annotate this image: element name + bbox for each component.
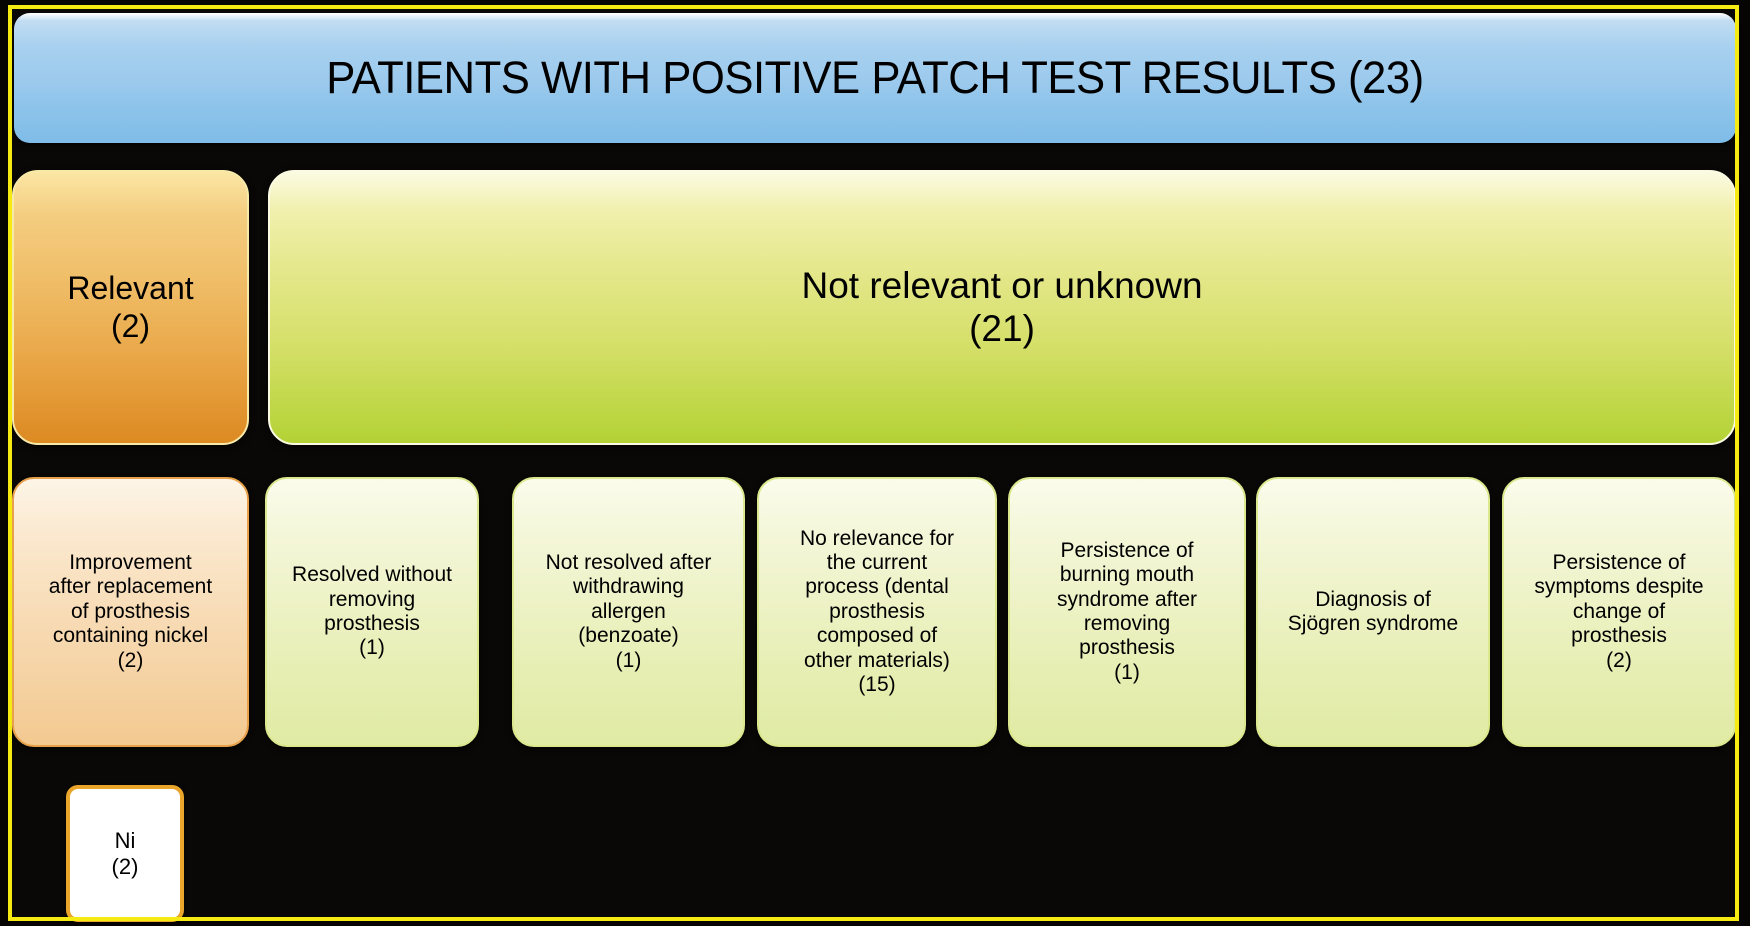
header-label: PATIENTS WITH POSITIVE PATCH TEST RESULT… bbox=[326, 51, 1424, 103]
branch-label-not-relevant: Not relevant or unknown (21) bbox=[801, 264, 1203, 349]
leaf-label-improvement-after-replacement: Improvement after replacement of prosthe… bbox=[48, 551, 213, 672]
leaf-label-not-resolved-after-withdrawing-allergen: Not resolved after withdrawing allergen … bbox=[545, 551, 712, 672]
allergen-label-ni: Ni (2) bbox=[111, 827, 139, 879]
leaf-node-persistence-symptoms-despite-change: Persistence of symptoms despite change o… bbox=[1502, 477, 1736, 747]
leaf-label-no-relevance-for-current-process: No relevance for the current process (de… bbox=[799, 526, 955, 696]
leaf-node-resolved-without-removing-prosthesis: Resolved without removing prosthesis (1) bbox=[265, 477, 479, 747]
figure-background bbox=[12, 9, 1735, 917]
leaf-label-persistence-burning-mouth-syndrome: Persistence of burning mouth syndrome af… bbox=[1056, 538, 1198, 684]
header-node-patients-with-positive-patch-test-results: PATIENTS WITH POSITIVE PATCH TEST RESULT… bbox=[14, 13, 1736, 143]
leaf-node-not-resolved-after-withdrawing-allergen: Not resolved after withdrawing allergen … bbox=[512, 477, 745, 747]
leaf-label-diagnosis-sjogren-syndrome: Diagnosis of Sjögren syndrome bbox=[1287, 587, 1459, 635]
branch-node-relevant: Relevant (2) bbox=[12, 170, 249, 445]
leaf-node-diagnosis-sjogren-syndrome: Diagnosis of Sjögren syndrome bbox=[1256, 477, 1490, 747]
allergen-node-ni: Ni (2) bbox=[66, 785, 184, 922]
leaf-node-persistence-burning-mouth-syndrome: Persistence of burning mouth syndrome af… bbox=[1008, 477, 1246, 747]
leaf-node-no-relevance-for-current-process: No relevance for the current process (de… bbox=[757, 477, 997, 747]
leaf-label-persistence-symptoms-despite-change: Persistence of symptoms despite change o… bbox=[1534, 551, 1704, 672]
branch-node-not-relevant-or-unknown: Not relevant or unknown (21) bbox=[268, 170, 1736, 445]
leaf-node-improvement-after-replacement: Improvement after replacement of prosthe… bbox=[12, 477, 249, 747]
leaf-label-resolved-without-removing-prosthesis: Resolved without removing prosthesis (1) bbox=[292, 563, 452, 660]
branch-label-relevant: Relevant (2) bbox=[67, 270, 194, 344]
